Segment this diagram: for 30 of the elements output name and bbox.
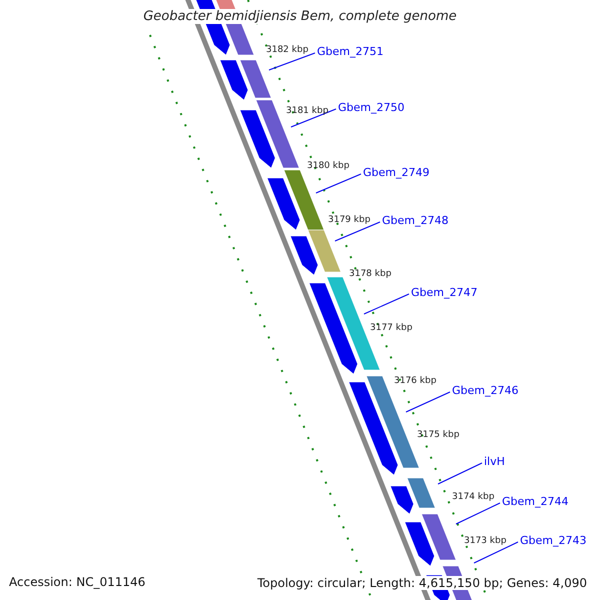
gene-label: ilvH — [484, 456, 505, 467]
scale-label: 3175 kbp — [417, 431, 460, 440]
gene-label: Gbem_2750 — [338, 102, 404, 113]
scale-label: 3173 kbp — [464, 537, 506, 546]
leader-line — [456, 502, 500, 524]
leader-line — [290, 108, 336, 128]
leader-line — [334, 222, 380, 242]
gene-label: Gbem_2748 — [382, 215, 448, 226]
gene-label: Gbem_2744 — [502, 496, 568, 507]
leader-line — [268, 52, 316, 70]
gene-label: Gbem_2749 — [363, 167, 430, 178]
gene-label: Gbem_2746 — [452, 385, 518, 396]
leader-line — [438, 462, 482, 484]
scale-label: 3179 kbp — [328, 216, 370, 225]
scale-label: 3177 kbp — [370, 324, 412, 333]
scale-label: 3176 kbp — [394, 377, 436, 386]
scale-label: 3182 kbp — [266, 46, 308, 55]
genome-stats-text: Topology: circular; Length: 4,615,150 bp; Genes: 4,090 — [255, 576, 589, 590]
leader-line — [474, 542, 518, 564]
accession-text: Accession: NC_011146 — [9, 576, 146, 588]
gene-label: Gbem_2751 — [317, 46, 384, 57]
leader-line — [316, 174, 362, 194]
scale-label: 3178 kbp — [349, 270, 392, 279]
leader-line — [406, 392, 450, 412]
scale-label: 3181 kbp — [286, 107, 328, 116]
leader-line — [364, 294, 410, 314]
gene-label: Gbem_2743 — [520, 535, 586, 546]
scale-label: 3174 kbp — [452, 493, 494, 502]
scale-label: 3180 kbp — [307, 162, 350, 171]
gene-label: Gbem_2747 — [411, 287, 478, 298]
